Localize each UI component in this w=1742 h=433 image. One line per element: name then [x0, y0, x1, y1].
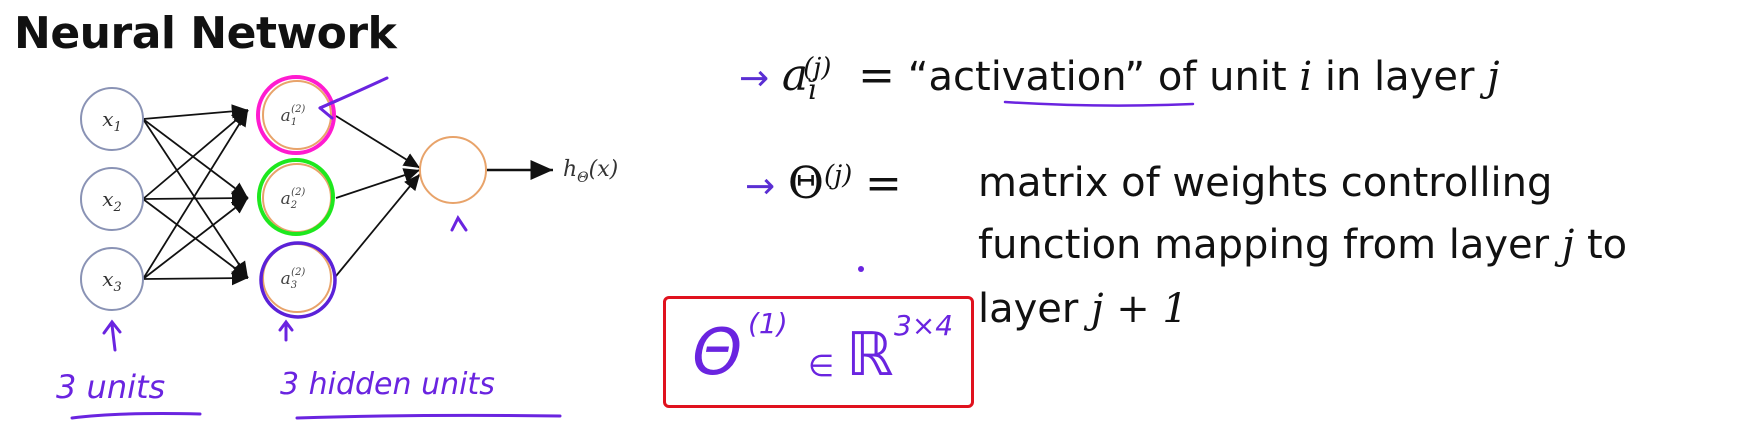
theta-text-line1: matrix of weights controlling — [978, 160, 1553, 206]
arrow-mark-icon: → — [739, 58, 770, 99]
hidden-node: a1(2) — [256, 75, 336, 155]
layer-plus-one: j + 1 — [1091, 286, 1188, 332]
theta-text-to: to — [1586, 222, 1628, 268]
quote-open: “ — [907, 54, 929, 100]
theta-definition: → Θ(j) = — [745, 158, 902, 209]
theta-line-2: function mapping from layer j to — [978, 222, 1627, 268]
input-node: x2 — [80, 167, 144, 231]
theta-line-1: matrix of weights controlling — [978, 160, 1552, 206]
layer-variable: j — [1487, 54, 1500, 100]
handwritten-annotations — [70, 76, 1195, 420]
input-node: x3 — [80, 247, 144, 311]
layer-variable: j — [1561, 222, 1575, 268]
hidden-node: a3(2) — [259, 241, 337, 319]
theta-symbol: Θ — [787, 158, 824, 209]
theta-dimension-box: Θ (1) ∈ ℝ 3×4 — [663, 296, 974, 408]
handwritten-element-of: ∈ — [808, 349, 835, 384]
handwritten-theta: Θ — [692, 316, 743, 390]
output-node — [419, 136, 487, 204]
activation-keyword: activation — [928, 54, 1125, 100]
activation-text-mid: in layer — [1324, 54, 1475, 100]
equals-sign: = — [865, 158, 902, 209]
edges-hidden-output — [335, 115, 421, 277]
edges-input-hidden — [142, 104, 249, 286]
stray-dot — [858, 266, 864, 272]
unit-variable: i — [1299, 54, 1313, 100]
theta-sup: (j) — [823, 160, 853, 191]
theta-text-line2: function mapping from layer — [978, 222, 1550, 268]
output-label: hΘ(x) — [563, 157, 618, 186]
activation-sup: (j) — [803, 52, 832, 83]
theta-text-line3: layer — [978, 286, 1079, 332]
slide-title: Neural Network — [14, 8, 397, 59]
theta-line-3: layer j + 1 — [978, 286, 1188, 332]
input-note: 3 units — [56, 368, 165, 406]
hidden-note: 3 hidden units — [280, 367, 495, 402]
handwritten-dims: 3×4 — [894, 309, 954, 342]
handwritten-reals: ℝ — [846, 320, 894, 390]
arrow-mark-icon: → — [745, 166, 776, 207]
input-node: x1 — [80, 87, 144, 151]
activation-sub: i — [808, 73, 818, 106]
activation-text: ” of unit — [1124, 54, 1287, 100]
activation-symbol: a — [781, 50, 809, 101]
activation-definition: → ai(j) = “activation” of unit i in laye… — [739, 50, 1500, 106]
hidden-node: a2(2) — [257, 158, 335, 236]
equals-sign: = — [858, 50, 896, 101]
handwritten-theta-sup: (1) — [748, 307, 788, 340]
